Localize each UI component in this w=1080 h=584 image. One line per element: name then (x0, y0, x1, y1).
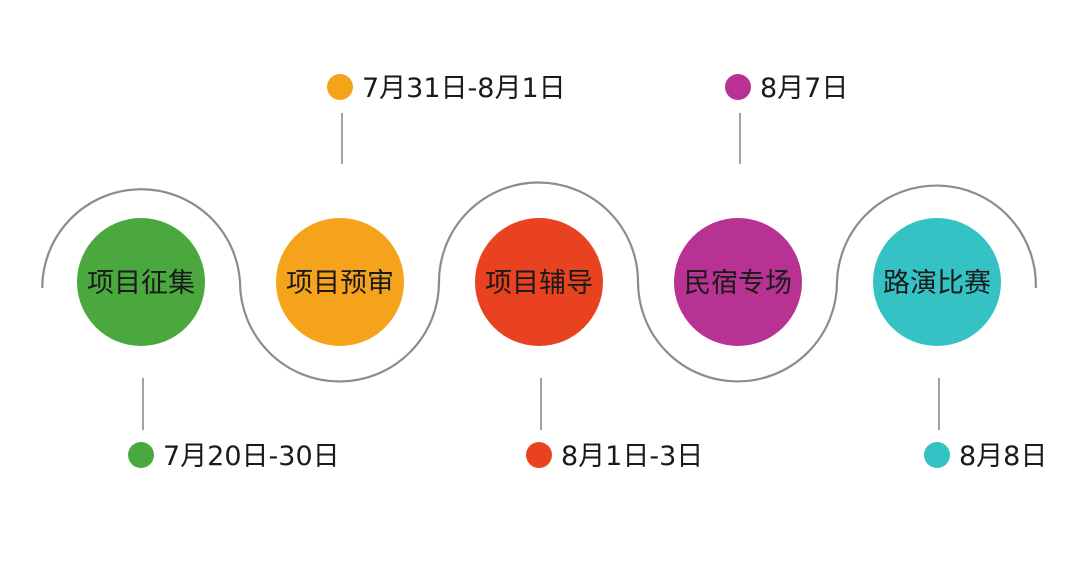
stage-label: 项目预审 (286, 268, 394, 299)
stage-2: 项目预审 7月31日-8月1日 (276, 73, 566, 346)
date-dot (924, 442, 950, 468)
stage-circle (674, 218, 802, 346)
stage-date: 7月31日-8月1日 (362, 73, 566, 104)
date-dot (725, 74, 751, 100)
date-dot (327, 74, 353, 100)
stage-circle (873, 218, 1001, 346)
wave-path (41, 181, 1037, 383)
stage-label: 路演比赛 (883, 268, 991, 299)
stage-circle (276, 218, 404, 346)
stage-circle (77, 218, 205, 346)
stage-4: 民宿专场 8月7日 (674, 73, 848, 346)
stage-label: 项目辅导 (485, 268, 593, 299)
stage-5: 路演比赛 8月8日 (873, 218, 1047, 472)
stage-date: 8月1日-3日 (561, 441, 703, 472)
stage-date: 8月8日 (959, 441, 1047, 472)
stage-label: 民宿专场 (684, 268, 792, 299)
stage-circle (475, 218, 603, 346)
date-dot (526, 442, 552, 468)
date-dot (128, 442, 154, 468)
stage-1: 项目征集 7月20日-30日 (77, 218, 340, 472)
stage-label: 项目征集 (87, 268, 195, 299)
stage-date: 7月20日-30日 (163, 441, 340, 472)
stage-3: 项目辅导 8月1日-3日 (475, 218, 703, 472)
stage-date: 8月7日 (760, 73, 848, 104)
